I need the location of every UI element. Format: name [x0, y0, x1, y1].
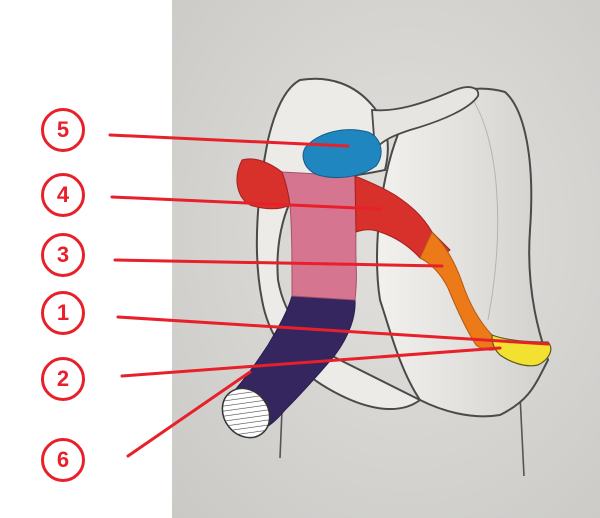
pointer-line-6: [126, 370, 252, 458]
pointer-line-3: [113, 258, 444, 268]
pointer-line-4: [110, 195, 382, 211]
label-5: 5: [41, 108, 85, 152]
segment-5-blue: [302, 129, 382, 179]
humerus-shaft: [279, 394, 525, 477]
label-3: 3: [41, 233, 85, 277]
pointer-lines: [108, 133, 550, 458]
label-2: 2: [41, 357, 85, 401]
scapula-blade: [376, 87, 550, 418]
label-4: 4: [41, 173, 85, 217]
label-6: 6: [41, 438, 85, 482]
acromion: [371, 86, 480, 153]
label-1: 1: [41, 291, 85, 335]
segment-6-pink: [281, 171, 357, 301]
pointer-line-5: [108, 133, 350, 148]
pointer-line-2: [120, 346, 502, 378]
pointer-line-1: [116, 315, 550, 346]
